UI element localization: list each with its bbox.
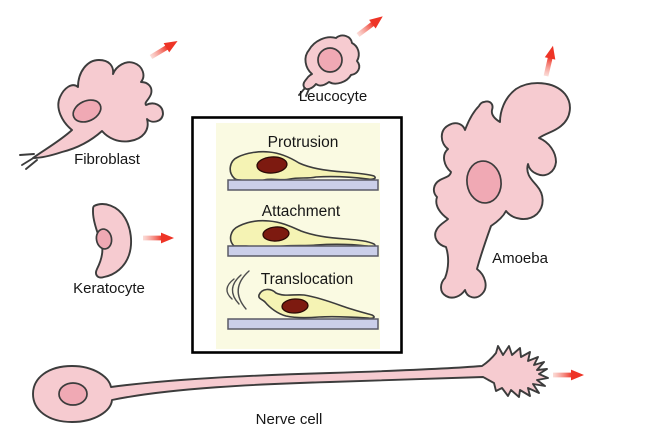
keratocyte-figure: Keratocyte <box>73 203 174 297</box>
leucocyte-tail-spikes <box>298 87 310 97</box>
keratocyte-motion-arrow-icon <box>143 233 174 244</box>
fibroblast-figure: Fibroblast <box>19 36 180 170</box>
translocation-substrate <box>227 318 379 330</box>
nerve-cell-motion-arrow-icon <box>553 370 584 381</box>
nerve-cell-label: Nerve cell <box>256 411 323 428</box>
amoeba-label: Amoeba <box>492 250 549 267</box>
attachment-cell-nucleus <box>262 226 290 242</box>
step-translocation: Translocation <box>226 270 379 330</box>
step-attachment: Attachment <box>227 203 379 257</box>
leucocyte-motion-arrow-icon <box>355 12 386 39</box>
step-translocation-label: Translocation <box>261 271 353 288</box>
translocation-cell-nucleus <box>281 298 309 314</box>
amoeba-figure: Amoeba <box>432 45 571 299</box>
protrusion-cell-nucleus <box>256 156 288 174</box>
nerve-cell-figure: Nerve cell <box>32 345 584 428</box>
nerve-cell-body <box>32 345 549 423</box>
fibroblast-label: Fibroblast <box>74 151 141 168</box>
leucocyte-figure: Leucocyte <box>298 12 386 105</box>
migration-steps-box: Protrusion Attachment Translocation <box>191 116 403 354</box>
amoeba-cell-body <box>432 82 571 299</box>
amoeba-nucleus <box>466 160 502 204</box>
translocation-motion-waves <box>226 270 250 310</box>
fibroblast-tail-spikes <box>19 153 38 170</box>
amoeba-motion-arrow-icon <box>541 45 558 78</box>
keratocyte-label: Keratocyte <box>73 280 145 297</box>
fibroblast-nucleus <box>72 99 102 123</box>
leucocyte-nucleus <box>317 47 343 73</box>
step-protrusion: Protrusion <box>227 134 379 191</box>
nerve-cell-nucleus <box>58 382 88 406</box>
protrusion-substrate <box>227 179 379 191</box>
attachment-substrate <box>227 245 379 257</box>
step-protrusion-label: Protrusion <box>268 134 339 151</box>
leucocyte-label: Leucocyte <box>299 88 367 105</box>
fibroblast-motion-arrow-icon <box>148 36 180 61</box>
keratocyte-nucleus <box>95 228 113 250</box>
step-attachment-label: Attachment <box>262 203 341 220</box>
